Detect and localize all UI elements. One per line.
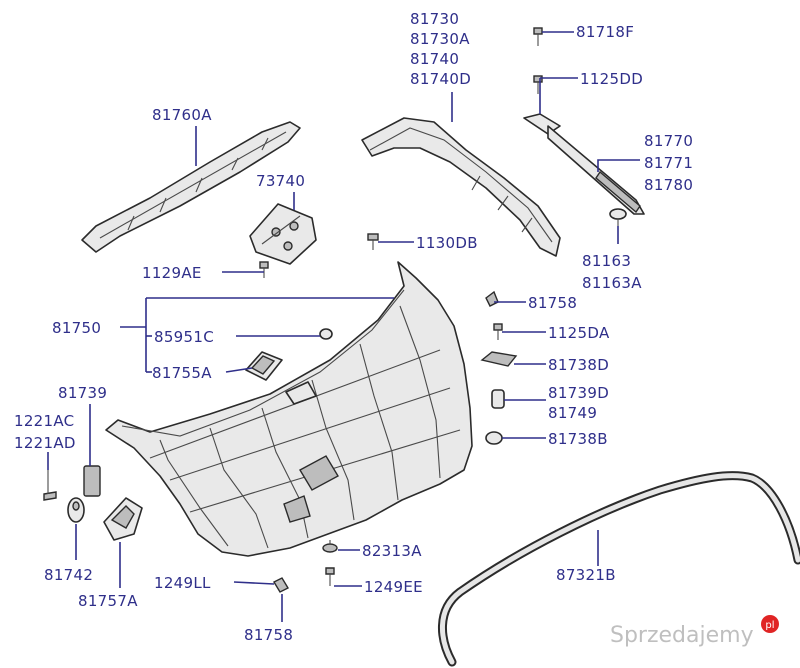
- label-81738b: 81738B: [548, 430, 608, 448]
- watermark-badge: pl: [765, 620, 774, 631]
- cover-81755a: [245, 351, 283, 381]
- label-81749: 81749: [548, 404, 597, 422]
- screw-1129ae: [259, 261, 269, 278]
- label-81739d: 81739D: [548, 384, 609, 402]
- trim-panel-81750: [105, 261, 473, 557]
- label-1221ac: 1221AC: [14, 412, 74, 430]
- label-81718f: 81718F: [576, 23, 634, 41]
- label-1125da: 1125DA: [548, 324, 610, 342]
- label-1125dd: 1125DD: [580, 70, 643, 88]
- label-81750: 81750: [52, 319, 101, 337]
- label-81758-lower: 81758: [244, 626, 293, 644]
- label-81163: 81163: [582, 252, 631, 270]
- label-82313a: 82313A: [362, 542, 422, 560]
- bracket-73740: [249, 203, 317, 265]
- stopper-81739d: [491, 389, 505, 409]
- bracket-81739: [83, 465, 101, 497]
- ball-stud-81163: [609, 208, 627, 226]
- clip-81758-upper: [485, 290, 499, 307]
- label-81163a: 81163A: [582, 274, 642, 292]
- bolt-1125da: [493, 323, 503, 340]
- label-73740: 73740: [256, 172, 305, 190]
- bolt-81718f: [533, 27, 543, 46]
- grommet-85951c: [319, 328, 333, 340]
- label-1249ll: 1249LL: [154, 574, 211, 592]
- leader-lines: [47, 31, 640, 622]
- label-1130db: 1130DB: [416, 234, 478, 252]
- label-81780: 81780: [644, 176, 693, 194]
- label-81770: 81770: [644, 132, 693, 150]
- cap-81738b: [485, 431, 503, 445]
- label-81739: 81739: [58, 384, 107, 402]
- label-85951c: 85951C: [154, 328, 214, 346]
- label-81758-upper: 81758: [528, 294, 577, 312]
- label-1129ae: 1129AE: [142, 264, 202, 282]
- label-87321b: 87321B: [556, 566, 616, 584]
- clip-1130db: [367, 233, 379, 250]
- clip-1249ll: [273, 577, 289, 593]
- label-1249ee: 1249EE: [364, 578, 423, 596]
- weatherstrip-87321b: [438, 471, 800, 667]
- label-81757a: 81757A: [78, 592, 138, 610]
- label-81760a: 81760A: [152, 106, 212, 124]
- watermark-brand: Sprzedajemy: [610, 623, 754, 648]
- label-81771: 81771: [644, 154, 693, 172]
- clip-82313a: [322, 540, 338, 553]
- label-81738d: 81738D: [548, 356, 609, 374]
- label-81730: 81730: [410, 10, 459, 28]
- side-trim-81730: [361, 117, 561, 257]
- screw-1249ee: [325, 567, 335, 586]
- bolt-1125dd: [533, 75, 543, 94]
- label-81740: 81740: [410, 50, 459, 68]
- label-81755a: 81755A: [152, 364, 212, 382]
- screw-1221ac: [43, 470, 57, 501]
- part-labels: 81730 81730A 81740 81740D 81718F 1125DD …: [14, 10, 693, 644]
- watermark-badge-icon: [761, 615, 779, 633]
- label-1221ad: 1221AD: [14, 434, 76, 452]
- bumper-81738d: [480, 351, 518, 367]
- handle-81742: [67, 497, 85, 523]
- cover-plate-81757a: [103, 497, 143, 541]
- watermark-logo: Sprzedajemy pl: [610, 615, 779, 648]
- label-81740d: 81740D: [410, 70, 471, 88]
- garnish-strip-81760a: [81, 121, 301, 253]
- gas-strut-81770: [523, 113, 645, 215]
- label-81730a: 81730A: [410, 30, 470, 48]
- label-81742: 81742: [44, 566, 93, 584]
